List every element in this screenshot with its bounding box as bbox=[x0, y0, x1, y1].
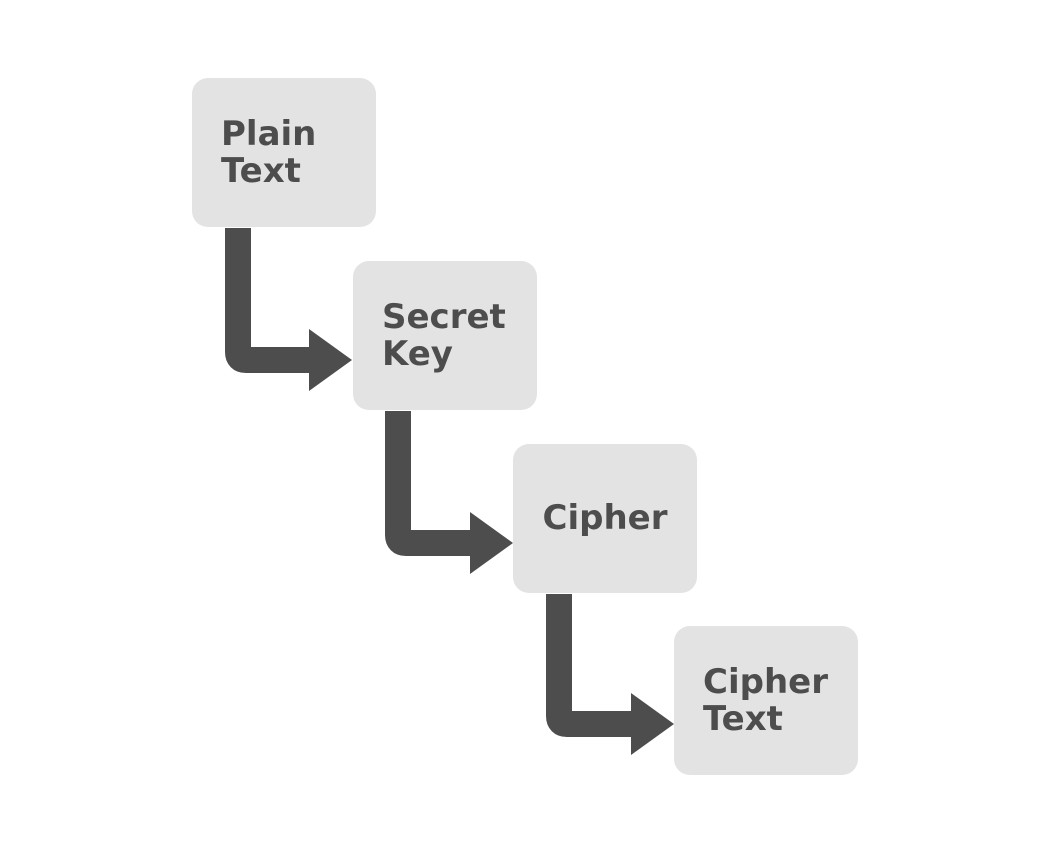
connector-cipher-to-ciphertext bbox=[546, 594, 674, 755]
arrow-head-icon bbox=[309, 329, 352, 391]
step-label-cipher: Cipher bbox=[542, 498, 668, 538]
connector-secret-to-cipher bbox=[385, 411, 513, 574]
connector-line bbox=[225, 228, 310, 373]
connector-line bbox=[546, 594, 632, 737]
step-label-plain-text: Plain Text bbox=[221, 113, 317, 191]
arrow-head-icon bbox=[470, 512, 513, 574]
step-box-cipher-text: Cipher Text bbox=[674, 626, 858, 775]
step-box-cipher: Cipher bbox=[513, 444, 697, 593]
connector-line bbox=[385, 411, 471, 556]
arrow-head-icon bbox=[631, 693, 674, 755]
step-box-plain-text: Plain Text bbox=[192, 78, 376, 227]
step-box-secret-key: Secret Key bbox=[353, 261, 537, 410]
step-label-secret-key: Secret Key bbox=[382, 296, 506, 374]
connector-plain-to-secret bbox=[225, 228, 352, 391]
step-label-cipher-text: Cipher Text bbox=[703, 661, 828, 739]
